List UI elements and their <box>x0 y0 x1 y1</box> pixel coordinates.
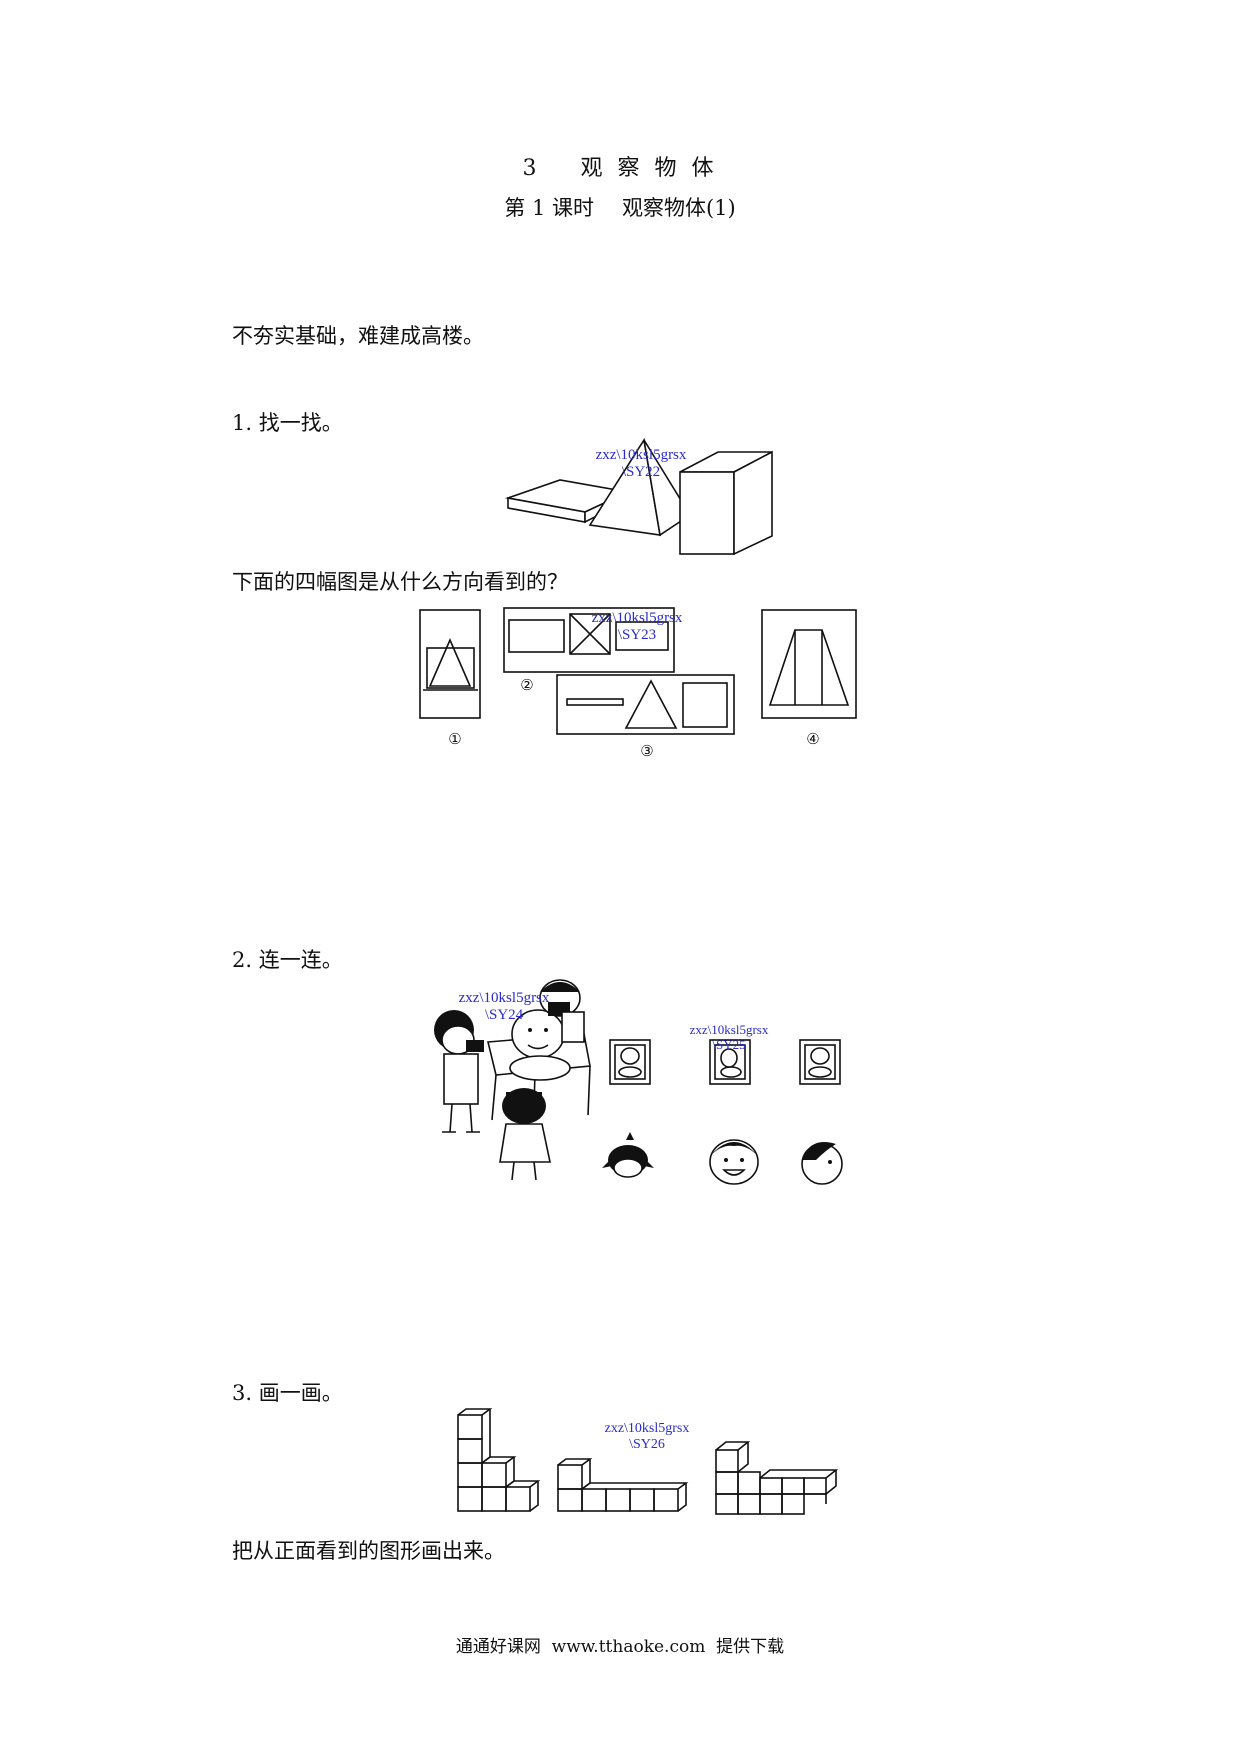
view-label-1: ① <box>448 730 462 748</box>
cube-stack-b <box>557 1458 689 1512</box>
chapter-name: 观 察 物 体 <box>580 156 718 181</box>
cube-stack-c <box>715 1441 839 1515</box>
q1-views-watermark: zxz\10ksl5grsx\SY23 <box>591 610 683 643</box>
question-1-label: 1. 找一找。 <box>232 411 343 435</box>
view-1-box <box>419 609 481 719</box>
boy-left-illustration <box>434 1010 484 1133</box>
q1-watermark: zxz\10ksl5grsx\SY22 <box>595 447 687 480</box>
girl-illustration <box>499 1088 551 1181</box>
frame-3 <box>799 1039 841 1085</box>
view-label-2: ② <box>520 676 534 694</box>
q2-watermark-2: zxz\10ksl5grsx\SY25 <box>689 1022 769 1052</box>
chapter-number: 3 <box>522 156 541 181</box>
lesson-label: 第 1 课时 <box>504 196 594 220</box>
head-girl-back <box>602 1132 654 1178</box>
head-boy-front <box>709 1139 759 1185</box>
frame-2 <box>709 1039 751 1085</box>
view-2-box <box>503 607 675 673</box>
view-3-box <box>556 674 735 735</box>
frame-1 <box>609 1039 651 1085</box>
cube-solid <box>679 450 773 556</box>
toy-illustration <box>509 1009 571 1081</box>
pyramid-solid <box>588 437 692 537</box>
question-3-prompt: 把从正面看到的图形画出来。 <box>232 1539 505 1563</box>
q3-watermark: zxz\10ksl5grsx\SY26 <box>604 1421 690 1452</box>
lesson-title: 第 1 课时 观察物体(1) <box>0 192 1240 222</box>
cube-stack-a <box>457 1408 541 1512</box>
question-2-label: 2. 连一连。 <box>232 948 343 972</box>
question-1-prompt: 下面的四幅图是从什么方向看到的？ <box>232 570 568 594</box>
view-4-box <box>761 609 857 719</box>
lesson-name: 观察物体(1) <box>621 196 736 220</box>
chapter-title: 3 观 察 物 体 <box>0 150 1240 182</box>
page-footer: 通通好课网 www.tthaoke.com 提供下载 <box>455 1637 785 1657</box>
q2-watermark: zxz\10ksl5grsx\SY24 <box>458 990 550 1023</box>
head-boy-side <box>801 1142 843 1185</box>
view-label-3: ③ <box>640 742 654 760</box>
boy-back-illustration <box>539 979 585 1043</box>
view-label-4: ④ <box>806 730 820 748</box>
question-3-label: 3. 画一画。 <box>232 1381 343 1405</box>
motto: 不夯实基础，难建成高楼。 <box>232 324 484 348</box>
